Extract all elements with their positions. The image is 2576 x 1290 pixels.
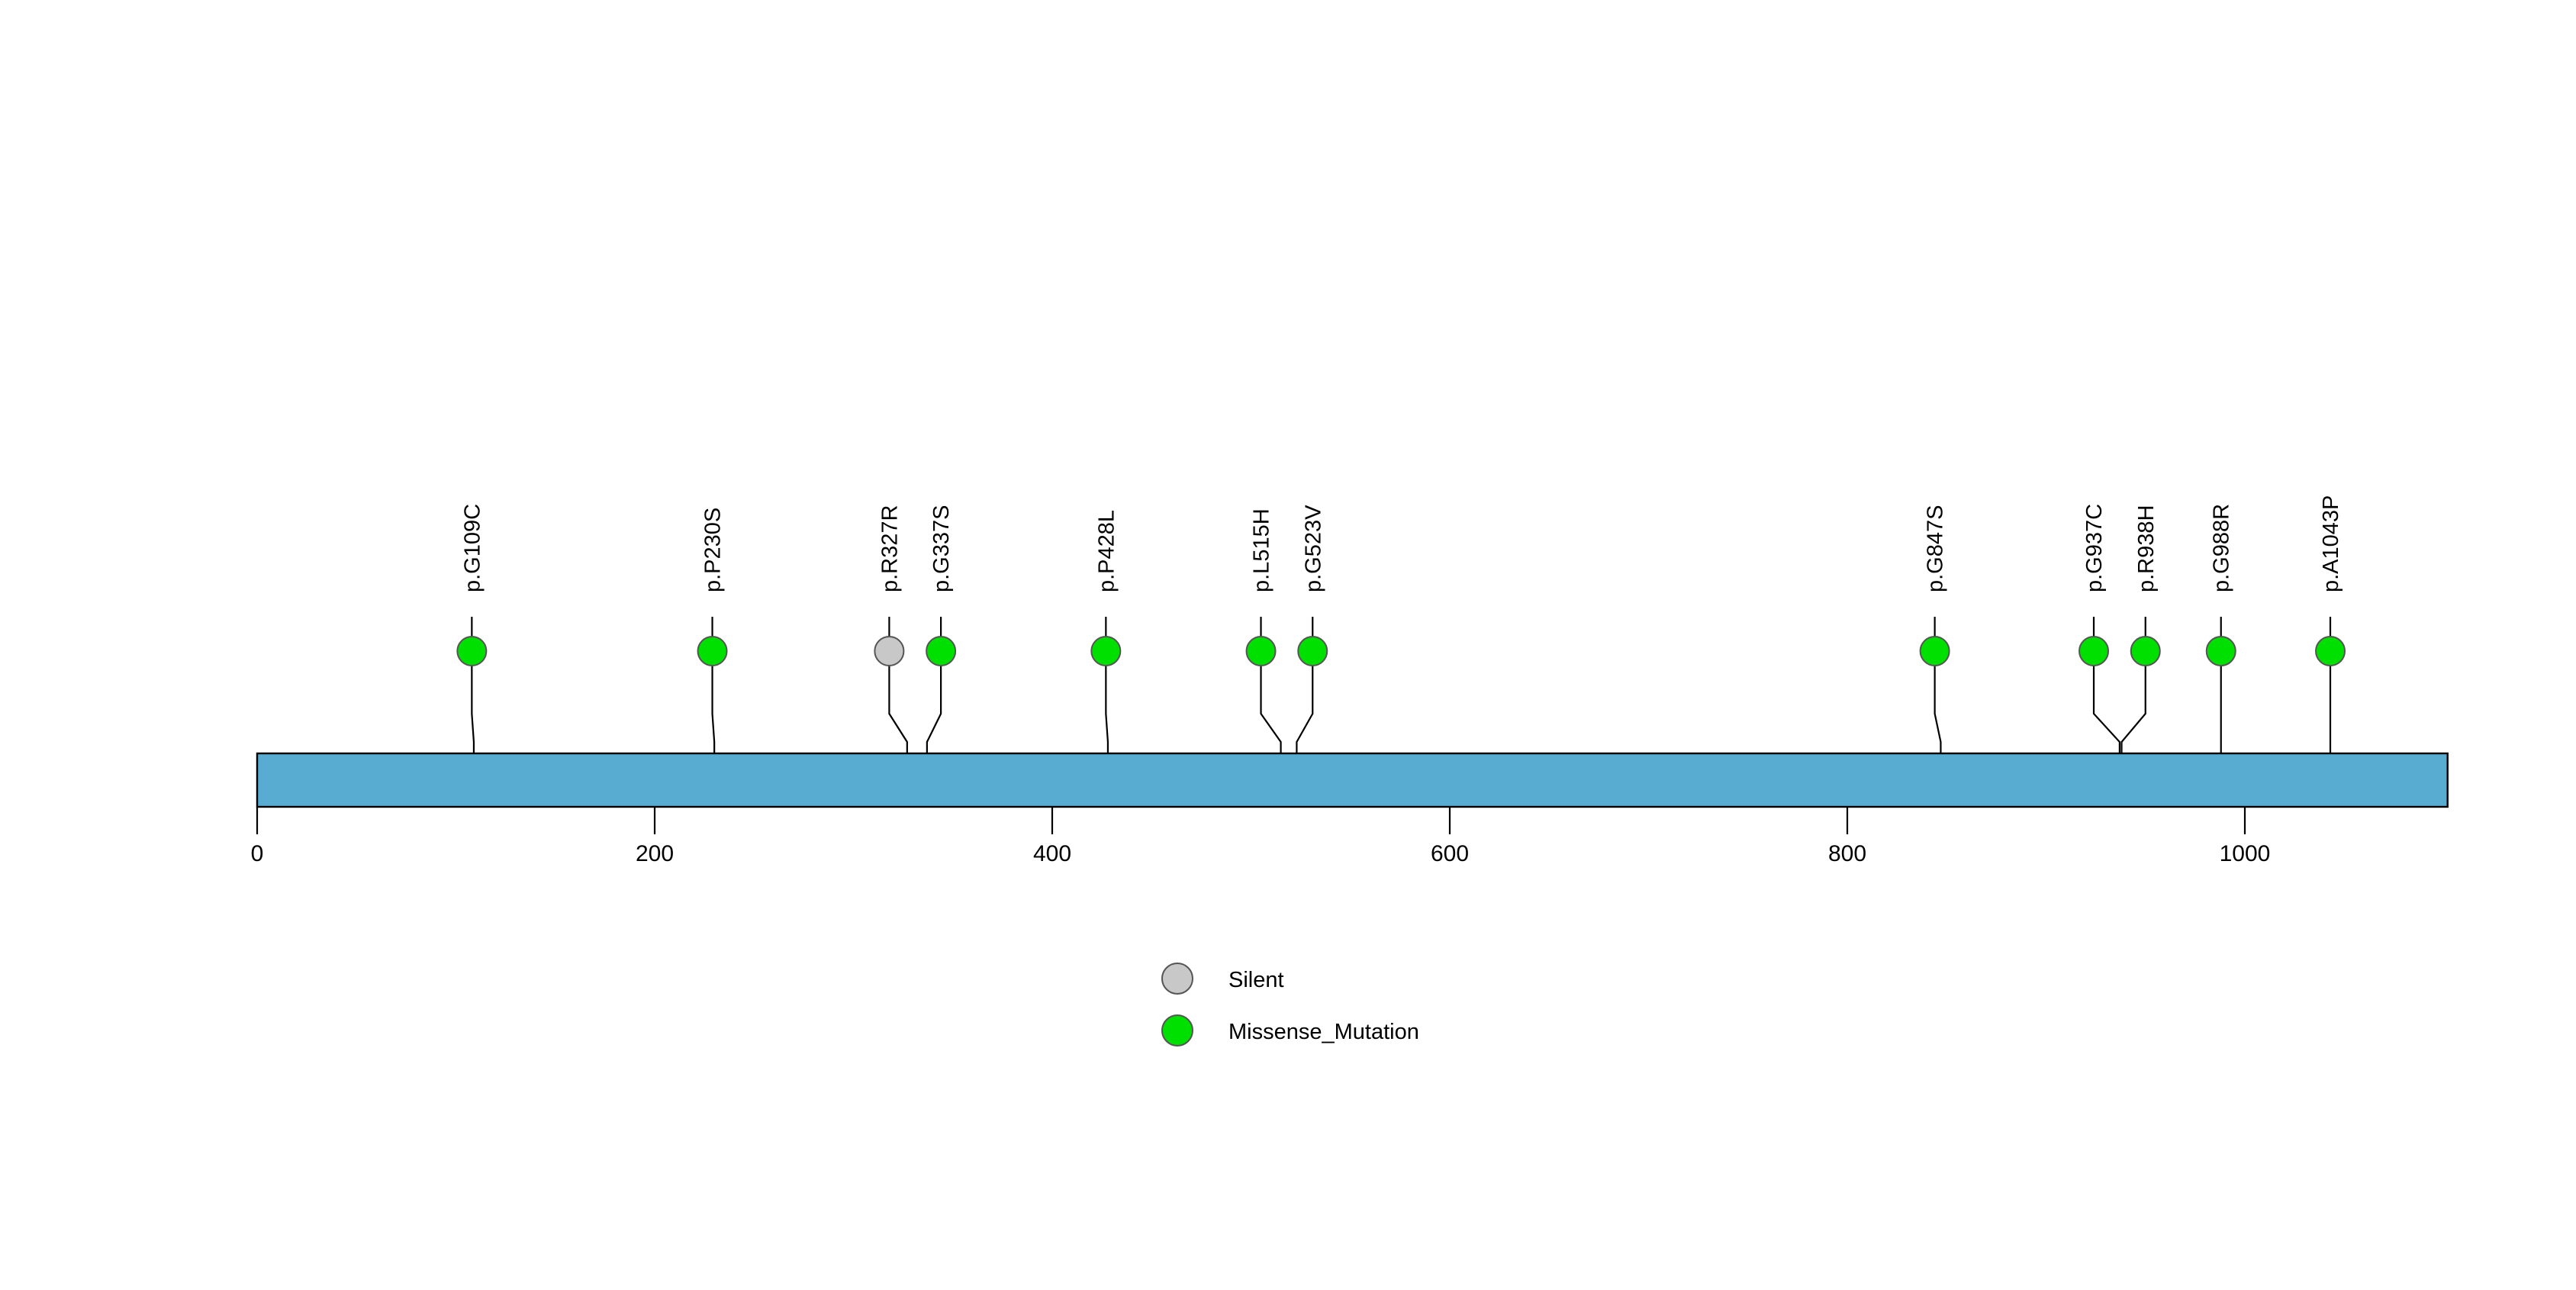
lollipop-head-pg109c[interactable] <box>456 636 488 666</box>
axis-tick-label: 800 <box>1828 841 1866 866</box>
lollipop-head-pa1043p[interactable] <box>2315 636 2346 666</box>
lollipop-heads-group <box>456 636 2346 666</box>
lollipop-head-pg988r[interactable] <box>2205 636 2236 666</box>
lollipop-head-pl515h[interactable] <box>1245 636 1277 666</box>
mutation-label: p.G988R <box>2210 504 2234 592</box>
mutation-label: p.G847S <box>1924 505 1948 592</box>
mutation-label: p.A1043P <box>2319 495 2343 592</box>
lollipop-head-pg337s[interactable] <box>926 636 957 666</box>
axis-tick-label: 0 <box>251 841 264 866</box>
axis-tick-label: 200 <box>636 841 674 866</box>
protein-backbone-bar <box>256 752 2449 808</box>
lollipop-head-pr938h[interactable] <box>2130 636 2161 666</box>
x-axis-group: 0 200 400 600 800 1000 <box>251 807 2271 866</box>
lollipop-head-pg937c[interactable] <box>2079 636 2110 666</box>
legend-label-missense_mutation: Missense_Mutation <box>1228 1020 1419 1044</box>
axis-tick-label: 400 <box>1033 841 1071 866</box>
mutation-label: p.P428L <box>1094 510 1119 592</box>
lollipop-head-pp428l[interactable] <box>1090 636 1122 666</box>
lollipop-head-pg847s[interactable] <box>1919 636 1950 666</box>
mutation-label: p.G109C <box>460 504 485 592</box>
lollipop-head-pp230s[interactable] <box>697 636 728 666</box>
mutation-label: p.G337S <box>929 505 954 592</box>
mutation-label: p.R938H <box>2134 505 2159 592</box>
mutation-label: p.R327R <box>877 505 902 592</box>
axis-tick-label: 1000 <box>2220 841 2271 866</box>
mutation-label: p.L515H <box>1250 508 1274 592</box>
lollipop-head-pr327r[interactable] <box>874 636 905 666</box>
legend-label-silent: Silent <box>1228 968 1284 992</box>
axis-tick-label: 600 <box>1431 841 1469 866</box>
mutation-label: p.G523V <box>1301 505 1325 592</box>
legend-swatch-missense_mutation[interactable] <box>1161 1014 1193 1047</box>
protein-backbone-group <box>256 752 2449 808</box>
mutation-label: p.G937C <box>2082 504 2107 592</box>
mutation-labels-group: p.G109C p.P230S p.R327R p.G337S p.P428L p.L51… <box>460 495 2343 592</box>
lollipop-head-pg523v[interactable] <box>1297 636 1328 666</box>
legend-swatch-silent[interactable] <box>1161 963 1193 995</box>
mutation-label: p.P230S <box>701 508 726 592</box>
